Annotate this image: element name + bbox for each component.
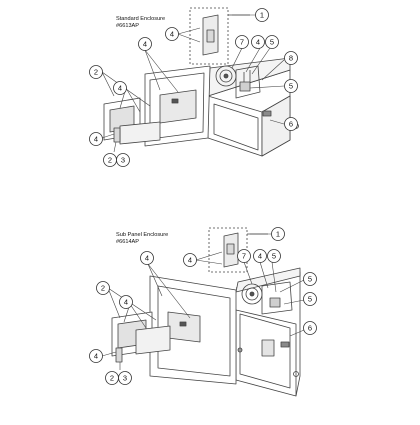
svg-text:7: 7 — [242, 252, 246, 261]
callouts: 1 4 4 7 4 5 8 5 6 2 4 4 2 3 1 4 4 7 4 5 … — [89, 8, 317, 385]
callout-2-bottom-bracket: 2 — [105, 371, 119, 385]
svg-text:2: 2 — [94, 68, 98, 77]
svg-text:1: 1 — [260, 11, 264, 20]
callout-5-top-b: 5 — [284, 79, 298, 93]
svg-text:4: 4 — [258, 252, 262, 261]
mounting-bracket-bottom — [115, 347, 123, 363]
svg-text:5: 5 — [308, 295, 312, 304]
svg-text:4: 4 — [118, 84, 122, 93]
standard-enclosure-title: Standard Enclosure — [116, 16, 166, 22]
svg-text:4: 4 — [94, 352, 98, 361]
sub-panel-enclosure-part-number: #6614AP — [116, 238, 140, 245]
callout-5-top-a: 5 — [265, 35, 279, 49]
standard-enclosure-caption: Standard Enclosure #6613AP — [116, 16, 165, 29]
enclosure-door — [144, 65, 211, 147]
svg-text:5: 5 — [289, 82, 293, 91]
callout-2-top-bracket: 2 — [103, 153, 117, 167]
sub-panel-enclosure-diagram — [101, 227, 305, 397]
callout-2-bottom: 2 — [96, 281, 110, 295]
svg-text:4: 4 — [256, 38, 260, 47]
svg-text:8: 8 — [289, 54, 293, 63]
exploded-sub-panel-bottom — [111, 311, 171, 357]
callout-6-bottom: 6 — [303, 321, 317, 335]
svg-text:1: 1 — [276, 230, 280, 239]
detail-part-box — [189, 7, 250, 65]
enclosure-body — [207, 57, 299, 157]
callout-5-bottom-c: 5 — [303, 292, 317, 306]
callout-4-bottom-detail: 4 — [183, 253, 197, 267]
svg-text:4: 4 — [145, 254, 149, 263]
standard-enclosure-diagram — [101, 7, 299, 157]
svg-text:2: 2 — [101, 284, 105, 293]
callout-7-bottom: 7 — [237, 249, 251, 263]
callout-4-top-door: 4 — [138, 37, 152, 51]
leader-lines-bottom — [101, 233, 305, 370]
standard-enclosure-part-number: #6613AP — [116, 22, 140, 29]
callout-3-bottom: 3 — [118, 371, 132, 385]
callout-4-top-fan: 4 — [251, 35, 265, 49]
svg-text:4: 4 — [124, 298, 128, 307]
svg-text:5: 5 — [272, 252, 276, 261]
callout-4-top-bracket: 4 — [89, 132, 103, 146]
callout-5-bottom-a: 5 — [267, 249, 281, 263]
svg-text:3: 3 — [121, 156, 125, 165]
callout-1-bottom: 1 — [271, 227, 285, 241]
sub-panel-enclosure-caption: Sub Panel Enclosure #6614AP — [116, 232, 168, 245]
sub-panel-enclosure-title: Sub Panel Enclosure — [116, 232, 169, 238]
callout-7-top: 7 — [235, 35, 249, 49]
enclosure-body-bottom — [235, 267, 301, 397]
callout-8-top: 8 — [284, 51, 298, 65]
svg-text:2: 2 — [108, 156, 112, 165]
svg-text:2: 2 — [110, 374, 114, 383]
callout-1-top: 1 — [255, 8, 269, 22]
svg-text:4: 4 — [94, 135, 98, 144]
callout-5-bottom-b: 5 — [303, 272, 317, 286]
fan-assembly-bottom — [241, 281, 293, 315]
callout-6-top: 6 — [284, 117, 298, 131]
svg-text:3: 3 — [123, 374, 127, 383]
callout-4-bottom-panel: 4 — [119, 295, 133, 309]
svg-text:5: 5 — [270, 38, 274, 47]
callout-4-top-detail: 4 — [165, 27, 179, 41]
mounting-bracket — [113, 127, 121, 143]
svg-text:4: 4 — [170, 30, 174, 39]
svg-text:4: 4 — [188, 256, 192, 265]
callout-4-bottom-fan: 4 — [253, 249, 267, 263]
callout-3-top: 3 — [116, 153, 130, 167]
callout-4-bottom-bracket: 4 — [89, 349, 103, 363]
svg-text:6: 6 — [308, 324, 312, 333]
svg-text:6: 6 — [289, 120, 293, 129]
leader-lines — [101, 14, 285, 153]
svg-text:7: 7 — [240, 38, 244, 47]
svg-text:5: 5 — [308, 275, 312, 284]
exploded-sub-panel — [103, 97, 161, 145]
callout-4-bottom-door: 4 — [140, 251, 154, 265]
fan-assembly — [215, 65, 261, 99]
svg-text:4: 4 — [143, 40, 147, 49]
callout-2-top: 2 — [89, 65, 103, 79]
callout-4-top-panel: 4 — [113, 81, 127, 95]
